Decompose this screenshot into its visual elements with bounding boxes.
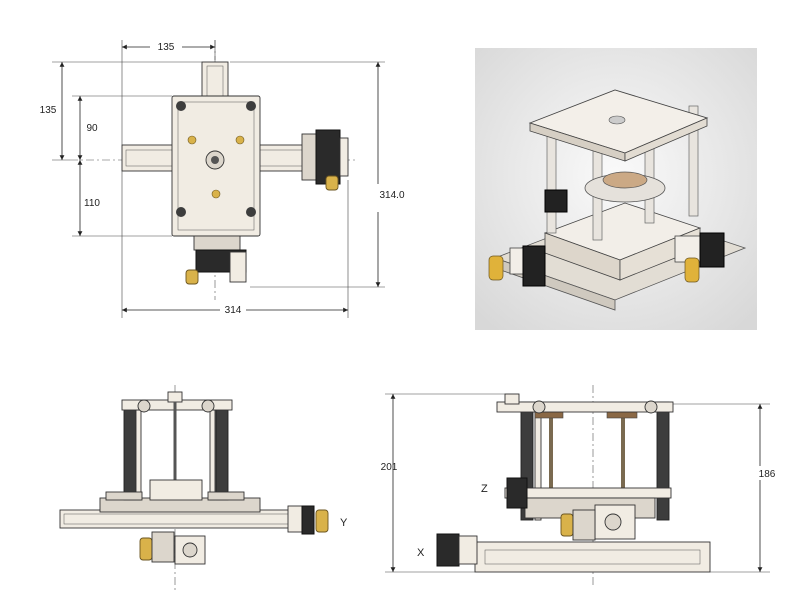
render-view-illustration	[475, 48, 757, 330]
top-view-y-motor	[185, 235, 247, 285]
side-view-base-rail	[474, 541, 711, 573]
axis-label-z: Z	[481, 483, 488, 495]
top-view-x-motor	[301, 129, 349, 191]
front-view-base-rail	[59, 509, 301, 529]
dim-left-upper: 135	[40, 105, 57, 116]
dim-bottom-width: 314	[225, 305, 242, 316]
dim-side-right: 186	[759, 469, 776, 480]
front-view-rod-left	[123, 403, 137, 501]
top-view-drawing: 135 135 90 110 314.0 314	[40, 40, 405, 318]
front-view-drawing: Y	[59, 385, 348, 592]
dim-side-left: 201	[381, 462, 398, 473]
front-view-rod-right	[215, 403, 229, 501]
side-view-top-plate	[496, 401, 674, 413]
dim-left-mid: 90	[86, 123, 98, 134]
dim-right-height: 314.0	[379, 190, 404, 201]
axis-label-x: X	[417, 547, 425, 559]
axis-label-y: Y	[340, 517, 348, 529]
render-view-panel	[475, 48, 757, 330]
side-view-drawing: 201 186 Z X	[381, 385, 782, 585]
dim-left-lower: 110	[84, 198, 100, 209]
dim-top-width: 135	[158, 42, 175, 53]
top-view-corner-posts	[176, 101, 256, 217]
